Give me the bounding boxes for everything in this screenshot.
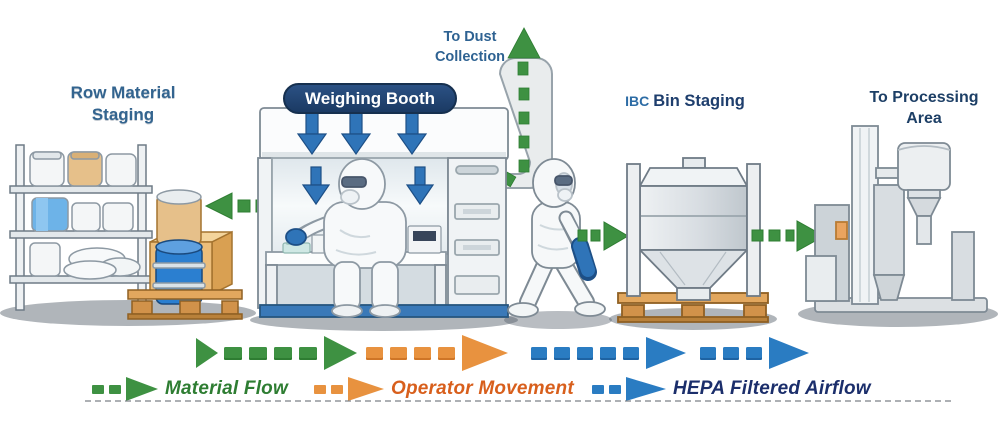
arrow-head bbox=[646, 337, 686, 369]
hepa-airflow-summary-arrow-2 bbox=[700, 337, 809, 369]
weighing-booth-label: Weighing Booth bbox=[283, 83, 457, 114]
weighing-booth-structure bbox=[257, 107, 509, 318]
legend-material-flow-label: Material Flow bbox=[165, 378, 288, 399]
arrow-dash bbox=[366, 346, 383, 360]
material-flow-summary-arrow bbox=[196, 336, 357, 370]
hepa-airflow-summary-arrow-1 bbox=[531, 337, 686, 369]
feed-hopper bbox=[897, 142, 951, 245]
goggles bbox=[341, 176, 367, 188]
ibc-bin bbox=[617, 157, 769, 323]
booth-control-column bbox=[447, 157, 507, 309]
dust-collection-line1: To Dust bbox=[443, 29, 497, 45]
ground-speckle-line bbox=[85, 400, 953, 402]
arrow-head bbox=[462, 335, 508, 371]
arrow-dash bbox=[623, 346, 639, 360]
arrow-dash bbox=[746, 346, 762, 360]
arrow-start-triangle bbox=[196, 338, 218, 368]
arrow-dash bbox=[274, 346, 292, 360]
tan-drum bbox=[156, 189, 202, 245]
blue-glove bbox=[285, 228, 307, 246]
arrow-dash bbox=[390, 346, 407, 360]
blue-glove bbox=[573, 239, 595, 277]
legend-dash bbox=[592, 384, 604, 394]
material-flow-arrow-processing bbox=[751, 220, 826, 252]
arrow-head bbox=[769, 337, 809, 369]
processing-area-line1: To Processing bbox=[869, 89, 979, 106]
shelf-containers bbox=[29, 151, 141, 280]
legend-hepa-airflow: HEPA Filtered Airflow bbox=[592, 376, 871, 402]
arrow-dash bbox=[600, 346, 616, 360]
weighing-booth-label-text: Weighing Booth bbox=[305, 88, 435, 108]
dust-extraction-duct bbox=[493, 27, 553, 189]
raw-material-rack bbox=[9, 144, 153, 311]
arrow-dash bbox=[249, 346, 267, 360]
dust-arrow-head bbox=[507, 27, 541, 59]
face-mask bbox=[557, 188, 573, 202]
legend-arrow-head bbox=[348, 377, 384, 401]
legend-dash bbox=[609, 384, 621, 394]
processing-area-line2: Area bbox=[906, 110, 942, 127]
orange-panel bbox=[835, 221, 848, 240]
arrow-dash bbox=[723, 346, 739, 360]
legend-arrow-head bbox=[626, 377, 666, 401]
face-mask bbox=[340, 189, 360, 205]
operator-movement-summary-arrow bbox=[366, 335, 508, 371]
legend-dash bbox=[92, 384, 104, 394]
ibc-main: Bin Staging bbox=[653, 92, 745, 110]
legend-operator-movement: Operator Movement bbox=[314, 376, 574, 402]
arrow-head bbox=[324, 336, 357, 370]
legend-material-flow: Material Flow bbox=[92, 376, 288, 402]
goggles bbox=[554, 175, 573, 186]
legend-dash bbox=[109, 384, 121, 394]
raw-material-staging-line1: Row Material bbox=[70, 83, 176, 102]
staging-pallet-drums bbox=[127, 189, 243, 320]
legend-hepa-airflow-label: HEPA Filtered Airflow bbox=[673, 378, 871, 399]
arrow-dash bbox=[299, 346, 317, 360]
walking-operator bbox=[507, 158, 606, 318]
material-flow-arrow-ibc bbox=[577, 221, 629, 251]
arrow-dash bbox=[700, 346, 716, 360]
dust-collection-line2: Collection bbox=[434, 49, 506, 65]
ibc-prefix: IBC bbox=[625, 93, 650, 109]
raw-material-staging-line2: Staging bbox=[91, 105, 155, 124]
raw-material-staging-label: Row Material Staging bbox=[28, 82, 218, 126]
arrow-dash bbox=[224, 346, 242, 360]
arrow-dash bbox=[531, 346, 547, 360]
weighing-scale bbox=[407, 225, 442, 254]
wooden-pallet bbox=[127, 289, 243, 320]
legend-arrow-head bbox=[126, 377, 158, 401]
processing-area-label: To Processing Area bbox=[853, 87, 995, 129]
arrow-dash bbox=[438, 346, 455, 360]
legend-operator-movement-label: Operator Movement bbox=[391, 378, 574, 399]
processing-equipment bbox=[805, 125, 988, 313]
dust-collection-label: To Dust Collection bbox=[424, 27, 516, 67]
legend-dash bbox=[314, 384, 326, 394]
arrow-dash bbox=[554, 346, 570, 360]
arrow-dash bbox=[414, 346, 431, 360]
booth-operator bbox=[285, 158, 407, 318]
legend-dash bbox=[331, 384, 343, 394]
arrow-dash bbox=[577, 346, 593, 360]
